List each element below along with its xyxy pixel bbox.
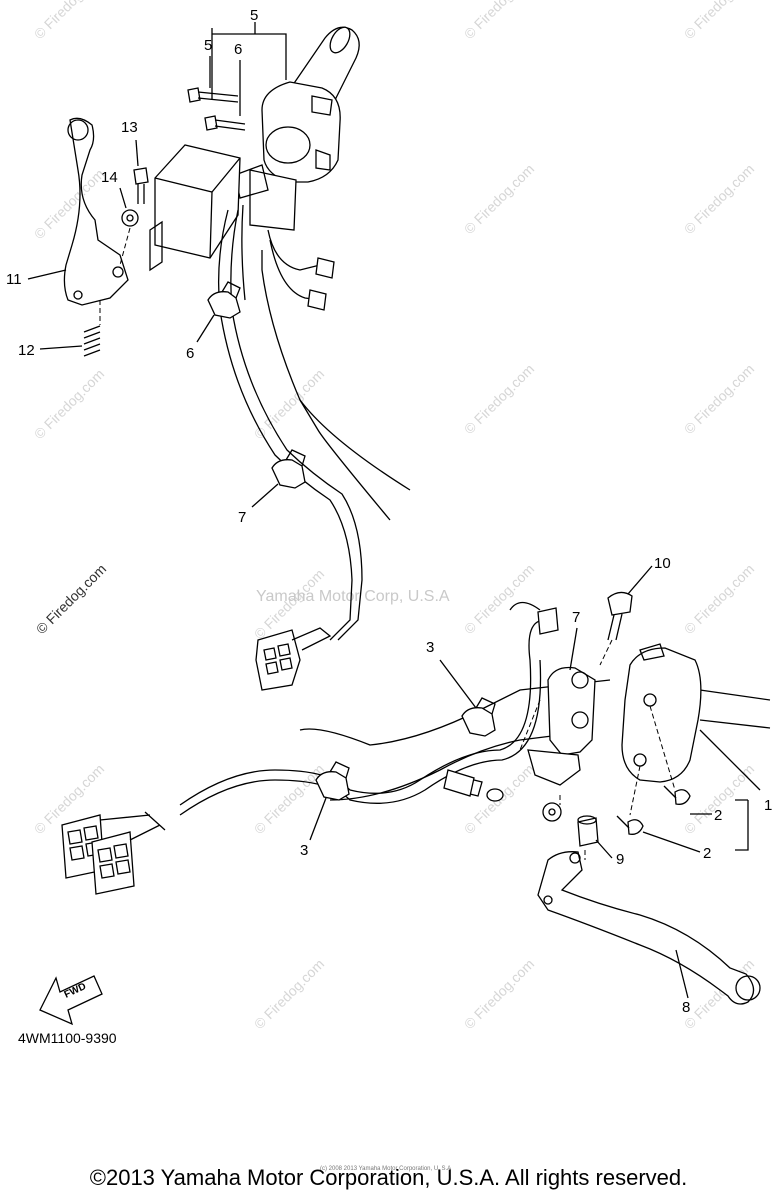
callout-4: 5 <box>250 7 258 24</box>
callout-1: 1 <box>764 797 772 814</box>
site-watermark: © Firedog.com <box>681 161 757 237</box>
site-watermark: © Firedog.com <box>681 0 757 42</box>
part-code: 4WM1100-9390 <box>18 1030 117 1046</box>
callout-7: 7 <box>572 609 580 626</box>
callout-8: 8 <box>682 999 690 1016</box>
site-watermarks: © Firedog.com © Firedog.com © Firedog.co… <box>31 0 757 1032</box>
site-watermark: © Firedog.com <box>681 361 757 437</box>
site-watermark: © Firedog.com <box>461 161 537 237</box>
site-watermark: © Firedog.com <box>461 956 537 1032</box>
callout-3: 3 <box>300 842 308 859</box>
callout-3: 3 <box>426 639 434 656</box>
callout-5: 5 <box>204 37 212 54</box>
site-watermark: © Firedog.com <box>461 0 537 42</box>
site-watermark: © Firedog.com <box>461 361 537 437</box>
fwd-arrow-icon: FWD <box>39 975 103 1026</box>
lower-assembly <box>61 591 771 1005</box>
site-watermark: © Firedog.com <box>251 366 327 442</box>
callout-10: 10 <box>654 555 671 572</box>
copyright-footer: ©2013 Yamaha Motor Corporation, U.S.A. A… <box>89 1165 688 1190</box>
tiny-credit: (c) 2008 2013 Yamaha Motor Corporation, … <box>320 1166 451 1172</box>
site-watermark: © Firedog.com <box>251 956 327 1032</box>
callout-12: 13 <box>121 119 138 136</box>
site-watermark-dark: © Firedog.com <box>33 561 109 637</box>
callout-2: 2 <box>703 845 711 862</box>
site-watermark: © Firedog.com <box>461 561 537 637</box>
callouts: 5 5 6 13 14 11 12 6 7 10 7 3 3 <box>6 7 772 1016</box>
callout-6: 6 <box>186 345 194 362</box>
callout-14: 12 <box>18 342 35 359</box>
callout-11: 11 <box>6 271 22 288</box>
callout-5: 6 <box>234 41 242 58</box>
callout-2: 2 <box>714 807 722 824</box>
callout-6: 7 <box>238 509 246 526</box>
site-watermark: © Firedog.com <box>681 761 757 837</box>
site-watermark: © Firedog.com <box>31 366 107 442</box>
site-watermark: © Firedog.com <box>31 0 107 42</box>
callout-13: 14 <box>101 169 118 186</box>
corp-watermark: Yamaha Motor Corp, U.S.A <box>256 588 450 605</box>
upper-assembly <box>63 26 411 691</box>
site-watermark: © Firedog.com <box>681 561 757 637</box>
callout-9: 9 <box>616 851 624 868</box>
